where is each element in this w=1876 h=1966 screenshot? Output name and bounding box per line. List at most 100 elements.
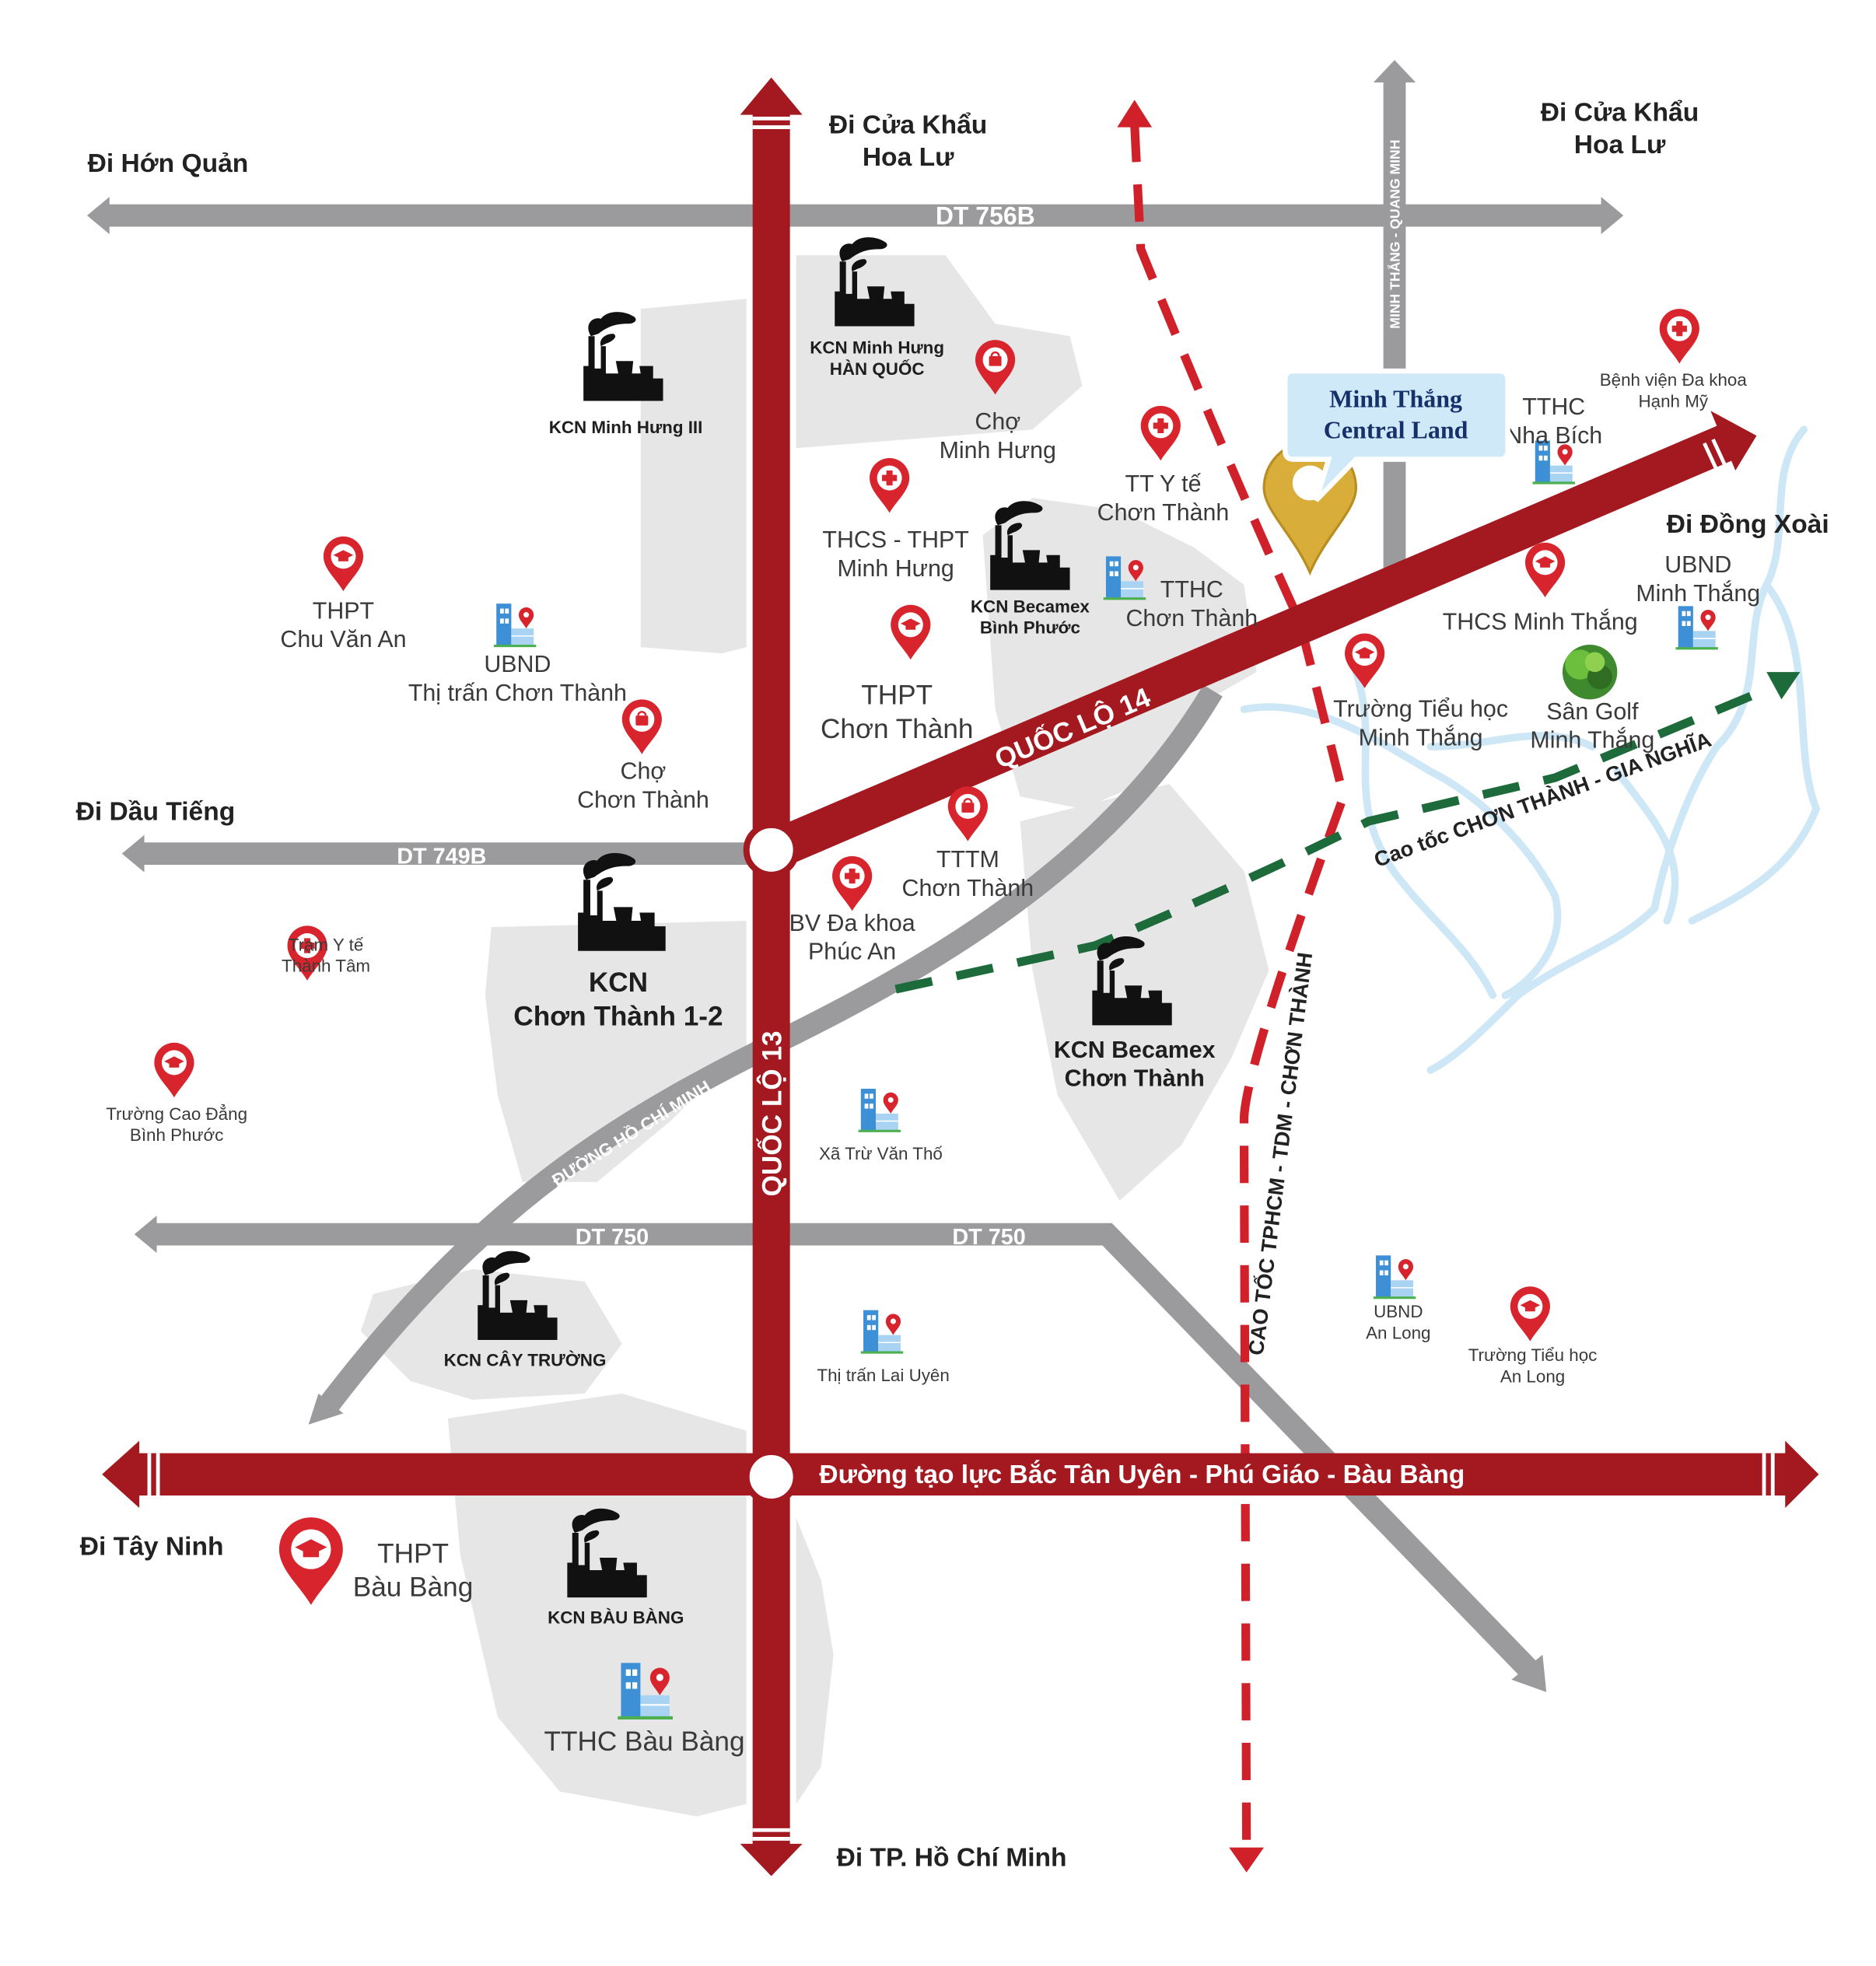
place-label: Bệnh viện Đa khoa — [1600, 370, 1748, 390]
road-arrowheads — [86, 60, 1624, 1692]
place-label: Minh Thắng — [1530, 727, 1654, 754]
featured-name-line-2: Central Land — [1324, 416, 1468, 443]
place-label: TTTM — [936, 846, 999, 873]
place-label: Trường Tiểu học — [1333, 696, 1508, 722]
medical-icon — [1659, 309, 1699, 364]
place-kcn-minh-hung-3[interactable]: KCN Minh Hưng III — [549, 312, 703, 437]
place-label: Xã Trừ Văn Thố — [819, 1144, 943, 1163]
school-icon — [278, 1517, 343, 1605]
road-label-minh-thang-quang-minh: MINH THẮNG - QUANG MINH — [1386, 140, 1402, 329]
arrow-right-icon — [1766, 672, 1801, 700]
market-icon — [947, 786, 988, 841]
place-label: Thành Tâm — [282, 957, 370, 976]
arrow-up-icon — [1117, 100, 1153, 128]
place-thcs-minh-thang[interactable]: THCS Minh Thắng — [1443, 542, 1638, 635]
secondary-roads — [105, 81, 1605, 1681]
place-label: THCS - THPT — [822, 526, 968, 553]
place-label: KCN CÂY TRƯỜNG — [444, 1351, 607, 1370]
main-roads — [102, 77, 1819, 1877]
place-label: Minh Thắng — [1359, 725, 1483, 751]
place-label: BV Đa khoa — [789, 910, 915, 936]
road-label-dt750-right: DT 750 — [952, 1225, 1025, 1250]
factory-icon — [578, 852, 666, 951]
place-label: KCN Minh Hưng — [810, 338, 944, 358]
place-label: Minh Hưng — [940, 437, 1056, 464]
building-icon — [1674, 604, 1720, 650]
callout-bubble — [1283, 368, 1510, 502]
road-ho-chi-minh — [317, 684, 1223, 1415]
road-label-cao-toc-tphcm: CAO TỐC TPHCM - TDM - CHƠN THÀNH — [1243, 951, 1317, 1357]
place-label: KCN — [589, 967, 648, 998]
place-label: Bình Phước — [130, 1125, 223, 1145]
place-label: TTHC — [1160, 576, 1223, 603]
place-tthc-bau-bang[interactable]: TTHC Bàu Bàng — [544, 1663, 745, 1757]
building-icon — [1372, 1254, 1417, 1300]
medical-icon — [870, 458, 910, 513]
destination-label-dau-tieng: Đi Dầu Tiếng — [76, 797, 236, 826]
place-label: THPT — [313, 597, 374, 624]
place-label: HÀN QUỐC — [830, 359, 925, 379]
river — [1240, 425, 1821, 1074]
road-label-ql13: QUỐC LỘ 13 — [756, 1030, 787, 1196]
market-icon — [975, 340, 1016, 395]
place-label: THPT — [377, 1538, 449, 1569]
place-label: THCS Minh Thắng — [1443, 609, 1638, 635]
destination-label-dong-xoai: Đi Đồng Xoài — [1667, 510, 1829, 539]
place-label: Chơn Thành — [1065, 1065, 1205, 1092]
building-icon — [859, 1309, 905, 1354]
place-label: Nha Bích — [1505, 422, 1602, 449]
place-label: Chu Văn An — [280, 626, 406, 652]
place-label: Sân Golf — [1546, 698, 1639, 725]
school-icon — [1345, 633, 1385, 688]
place-label: THPT — [861, 680, 933, 711]
place-label: Chơn Thành — [577, 786, 709, 813]
place-kcn-cay-truong[interactable]: KCN CÂY TRƯỜNG — [444, 1251, 607, 1370]
place-label: An Long — [1500, 1366, 1565, 1386]
destination-label-tay-ninh: Đi Tây Ninh — [80, 1533, 224, 1562]
road-label-dt756b: DT 756B — [936, 201, 1035, 229]
featured-name-line-1: Minh Thắng — [1329, 385, 1462, 412]
place-label: Chơn Thành — [1097, 499, 1230, 526]
school-icon — [1510, 1286, 1550, 1342]
road-label-tao-luc: Đường tạo lực Bắc Tân Uyên - Phú Giáo - … — [819, 1460, 1465, 1489]
road-stripes — [147, 116, 1775, 1841]
place-label: KCN Becamex — [971, 596, 1090, 616]
place-kcn-bau-bang[interactable]: KCN BÀU BÀNG — [548, 1508, 684, 1628]
building-icon — [857, 1087, 902, 1132]
place-label: An Long — [1366, 1323, 1430, 1342]
place-xa-tru-van-tho[interactable]: Xã Trừ Văn Thố — [819, 1087, 943, 1163]
place-tt-lai-uyen[interactable]: Thị trấn Lai Uyên — [817, 1309, 950, 1385]
destination-label-hoa-lu-1: Hoa Lư — [863, 143, 954, 172]
arrow-down-icon — [1229, 1847, 1265, 1873]
place-label: Minh Thắng — [1636, 580, 1760, 607]
featured-project[interactable]: Minh Thắng Central Land — [1262, 368, 1510, 576]
destination-label-hon-quan: Đi Hớn Quản — [88, 149, 249, 178]
junction-ql13-ql14 — [743, 821, 800, 878]
school-icon — [323, 536, 364, 592]
